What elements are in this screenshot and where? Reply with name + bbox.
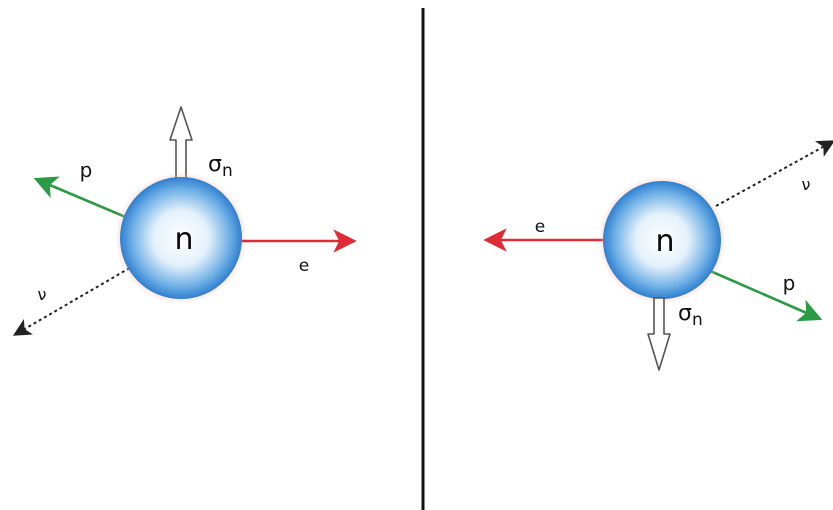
right-neutrino-label: ν: [802, 175, 811, 194]
right-nucleus-label: n: [655, 224, 674, 259]
right-proton-track: [707, 268, 823, 322]
left-electron-label: e: [299, 256, 309, 276]
left-nucleus-label: n: [174, 222, 193, 257]
left-nucleus: [120, 177, 242, 299]
right-panel: n e p ν σn: [483, 140, 833, 371]
left-neutrino-label: ν: [38, 285, 47, 304]
left-proton-label: p: [80, 158, 93, 182]
right-nucleus: [603, 181, 721, 299]
left-proton-track: [33, 176, 129, 220]
left-spin-label: σn: [208, 152, 233, 181]
right-proton-label: p: [783, 271, 796, 295]
left-neutrino-track: [12, 261, 141, 336]
left-spin-arrow-icon: [169, 106, 193, 184]
right-electron-label: e: [535, 217, 545, 237]
right-spin-arrow-icon: [647, 297, 671, 371]
right-spin-label: σn: [678, 301, 703, 330]
right-neutrino-track: [715, 140, 833, 207]
left-panel: n p e ν σn: [12, 106, 357, 336]
